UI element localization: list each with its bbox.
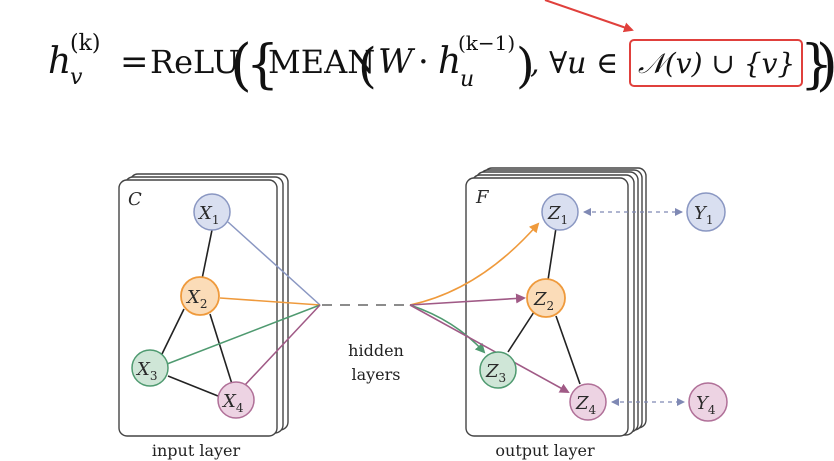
svg-text:X4: X4 xyxy=(221,391,244,415)
input-corner-label: C xyxy=(128,189,142,210)
formula-relu: ReLU xyxy=(150,43,240,81)
input-edge-x3-x4 xyxy=(167,375,219,397)
hidden-layers: hidden layers xyxy=(322,304,410,384)
svg-text:X1: X1 xyxy=(197,203,219,227)
label-node-y1: Y1 xyxy=(686,192,726,232)
output-node-z3: Z3 xyxy=(479,351,517,389)
input-node-x1: X1 xyxy=(193,193,231,231)
output-flow-z2 xyxy=(409,293,526,306)
output-layer-caption: output layer xyxy=(495,441,595,460)
formula-neighborhood: 𝒩(v) ∪ {v} xyxy=(638,47,795,80)
input-panel: C X1 X2 X3 X4 input layer xyxy=(118,173,321,460)
input-flow-x4 xyxy=(243,304,321,387)
svg-text:Y1: Y1 xyxy=(694,203,714,227)
input-flow-x2 xyxy=(219,297,321,306)
formula-inner-h: h xyxy=(438,41,461,82)
output-edge-z2-z3 xyxy=(507,311,535,353)
formula-forall: , ∀u ∈ xyxy=(530,46,618,81)
formula-open-brace: { xyxy=(246,35,279,95)
formula-lhs-sub: v xyxy=(70,65,83,90)
output-node-z4: Z4 xyxy=(569,383,607,421)
svg-text:Z3: Z3 xyxy=(485,361,506,385)
formula-open-paren: ( xyxy=(230,33,252,98)
formula-equals: = xyxy=(120,42,149,82)
formula-mean-close-paren: ) xyxy=(516,38,535,94)
output-node-z2: Z2 xyxy=(526,278,566,318)
input-layer-caption: input layer xyxy=(152,441,241,460)
input-node-x4: X4 xyxy=(217,381,255,419)
output-node-z1: Z1 xyxy=(541,193,579,231)
highlight-pointer-arrow xyxy=(544,0,634,33)
svg-text:Y4: Y4 xyxy=(696,393,716,417)
output-edge-z2-z4 xyxy=(555,315,581,385)
svg-text:Z4: Z4 xyxy=(575,393,597,417)
formula-close-brace: } xyxy=(800,35,833,95)
formula-inner-sub: u xyxy=(460,67,474,92)
input-edge-x2-x3 xyxy=(161,308,185,355)
output-corner-label: F xyxy=(475,187,490,208)
formula-mean: MEAN xyxy=(268,43,375,81)
svg-text:Z1: Z1 xyxy=(547,203,568,227)
formula-lhs-sup: (k) xyxy=(70,31,101,56)
input-node-x3: X3 xyxy=(131,349,169,387)
output-flow-z3 xyxy=(409,304,486,354)
label-node-y4: Y4 xyxy=(688,382,728,422)
hidden-label-line1: hidden xyxy=(348,341,404,360)
formula-weight: W xyxy=(378,42,416,82)
output-panel: F Z1 Z2 Z3 Z4 output layer xyxy=(409,167,647,460)
formula-dot: · xyxy=(418,42,429,82)
formula-mean-open-paren: ( xyxy=(358,38,377,94)
formula: h (k) v = ReLU ( { MEAN ( W · h (k−1) u … xyxy=(48,0,834,98)
formula-close-paren: ) xyxy=(816,33,834,98)
input-node-x2: X2 xyxy=(180,276,220,316)
input-edge-x2-x4 xyxy=(209,313,233,385)
input-flow-x1 xyxy=(227,221,321,306)
svg-text:X2: X2 xyxy=(185,287,207,311)
input-flow-x3 xyxy=(166,304,321,365)
neighborhood-highlight-box xyxy=(629,39,803,87)
output-flow-z4 xyxy=(409,304,570,393)
formula-lhs: h xyxy=(48,41,71,82)
hidden-label-line2: layers xyxy=(351,365,400,384)
output-flow-z1 xyxy=(409,222,540,306)
svg-text:X3: X3 xyxy=(135,359,157,383)
formula-inner-sup: (k−1) xyxy=(458,31,515,55)
svg-text:Z2: Z2 xyxy=(533,289,554,313)
input-edge-x1-x2 xyxy=(201,229,213,280)
output-edge-z1-z2 xyxy=(547,227,557,281)
label-nodes: Y1 Y4 xyxy=(583,192,728,422)
